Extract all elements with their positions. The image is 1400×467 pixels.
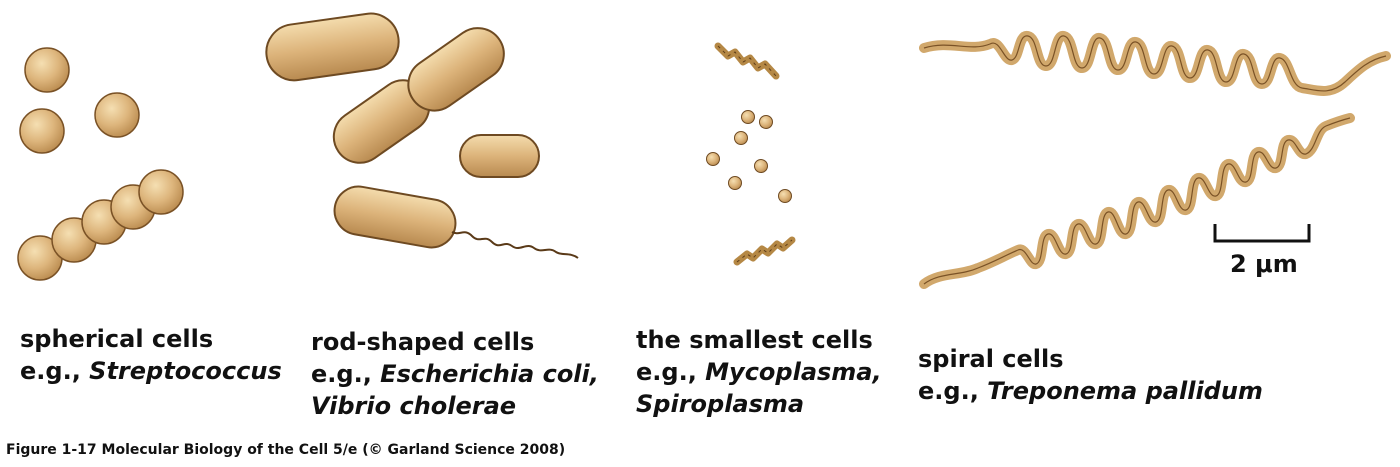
figure-credit: Figure 1-17 Molecular Biology of the Cel…: [6, 442, 566, 458]
caption-title: spherical cells: [20, 325, 214, 353]
example-organism: Vibrio cholerae: [311, 392, 517, 420]
mycoplasma-cell: [778, 189, 792, 203]
mycoplasma-cell: [728, 176, 742, 190]
example-organism: Escherichia coli,: [380, 360, 599, 388]
spiroplasma-cell: [714, 42, 780, 80]
example-organism: Mycoplasma,: [705, 358, 882, 386]
caption-rod-shaped: rod-shaped cells e.g., Escherichia coli,…: [311, 326, 599, 422]
example-organism: Treponema pallidum: [987, 377, 1263, 405]
example-organism: Spiroplasma: [636, 390, 805, 418]
rod-shaped-cells-group: [265, 12, 579, 259]
smallest-cells-group: [706, 42, 796, 266]
streptococcus-chain: [17, 169, 184, 281]
coccus-cell: [19, 108, 65, 154]
eg-prefix: e.g.,: [918, 377, 979, 405]
mycoplasma-cell: [754, 159, 768, 173]
eg-prefix: e.g.,: [311, 360, 372, 388]
flagellum: [451, 231, 579, 259]
spiral-cells-group: [919, 31, 1391, 289]
caption-smallest: the smallest cells e.g., Mycoplasma, Spi…: [636, 324, 882, 420]
coccus-cell: [138, 169, 184, 215]
example-organism: Streptococcus: [89, 357, 282, 385]
caption-title: rod-shaped cells: [311, 328, 535, 356]
coccus-cell: [24, 47, 70, 93]
caption-spherical: spherical cells e.g., Streptococcus: [20, 323, 282, 387]
spherical-cells-group: [17, 47, 184, 281]
rod-cell: [459, 134, 540, 178]
scale-bar: [1213, 224, 1311, 243]
caption-spiral: spiral cells e.g., Treponema pallidum: [918, 343, 1263, 407]
mycoplasma-cell: [706, 152, 720, 166]
caption-title: spiral cells: [918, 345, 1064, 373]
mycoplasma-cell: [741, 110, 755, 124]
eg-prefix: e.g.,: [20, 357, 81, 385]
treponema-cell: [919, 31, 1391, 96]
mycoplasma-cell: [759, 115, 773, 129]
vibrio-cell: [333, 185, 457, 249]
coccus-cell: [94, 92, 140, 138]
scale-bar-label: 2 μm: [1230, 250, 1298, 278]
rod-cell: [265, 12, 400, 82]
eg-prefix: e.g.,: [636, 358, 697, 386]
caption-title: the smallest cells: [636, 326, 873, 354]
mycoplasma-cell: [734, 131, 748, 145]
dividing-rod-cell: [332, 27, 505, 164]
